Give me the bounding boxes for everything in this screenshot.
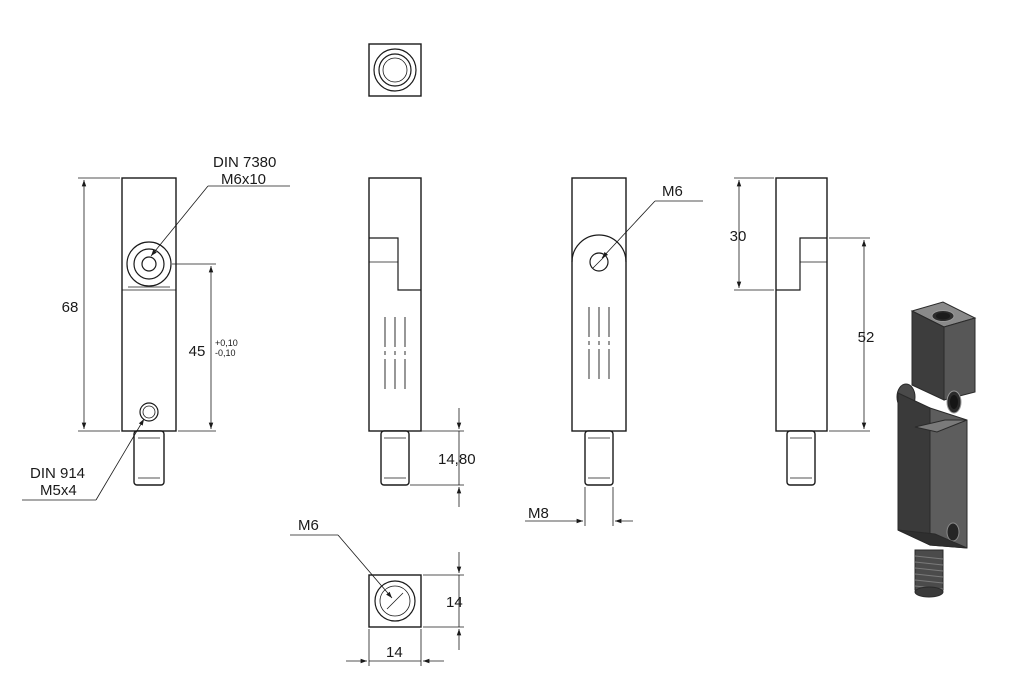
isometric-render	[896, 301, 977, 598]
dim-thread-length: 14,80	[410, 408, 476, 507]
dim-52-label: 52	[858, 329, 875, 346]
dim-30-label: 30	[730, 228, 747, 245]
dim-68-label: 68	[62, 299, 79, 316]
callout-din914: DIN 914 M5x4	[22, 418, 145, 501]
tolerance-lower: -0,10	[215, 348, 236, 358]
dim-thread-size: M8	[525, 487, 633, 526]
dim-m8-label: M8	[528, 505, 549, 522]
dim-upper-block: 30	[730, 177, 774, 291]
din914-line2: M5x4	[40, 482, 77, 499]
tolerance-upper: +0,10	[215, 338, 238, 348]
dim-hole-position: 45 +0,10 -0,10	[172, 263, 238, 432]
m6-bottom-label: M6	[298, 517, 319, 534]
dim-square-width: 14	[346, 629, 444, 666]
callout-din7380: DIN 7380 M6x10	[150, 154, 290, 257]
din914-line1: DIN 914	[30, 465, 85, 482]
top-view	[368, 43, 422, 97]
dim-14-vertical-label: 14	[446, 594, 463, 611]
dim-14-80-label: 14,80	[438, 451, 476, 468]
callout-m6-side: M6	[601, 183, 703, 259]
dim-14-horizontal-label: 14	[386, 644, 403, 661]
callout-m6-bottom: M6	[290, 517, 393, 599]
dim-square-height: 14	[423, 552, 464, 650]
din7380-line2: M6x10	[221, 171, 266, 188]
dim-lower-length: 52	[829, 237, 875, 432]
bottom-view	[368, 574, 422, 628]
dim-total-height: 68	[62, 177, 120, 432]
dim-45-label: 45	[189, 343, 206, 360]
side-view-2	[571, 177, 627, 486]
side-view-3	[775, 177, 828, 486]
front-view	[121, 177, 177, 486]
din7380-line1: DIN 7380	[213, 154, 276, 171]
side-view-1	[368, 177, 422, 486]
m6-side-label: M6	[662, 183, 683, 200]
